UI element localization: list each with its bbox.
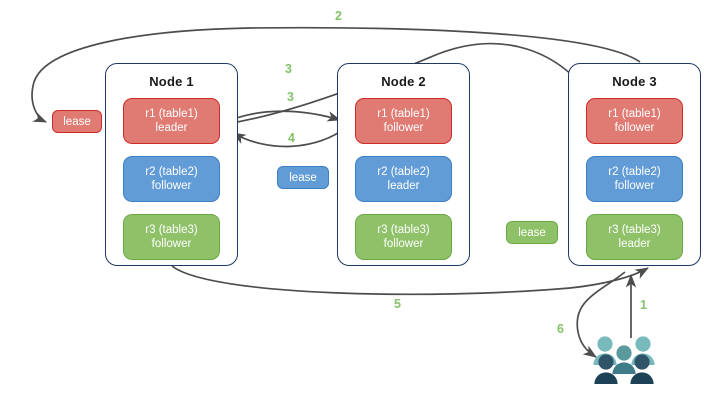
replica-name: r1 (table1) <box>377 108 430 120</box>
replica-role: follower <box>383 238 424 250</box>
replica-role: follower <box>614 180 655 192</box>
node-box-1[interactable]: Node 1 r1 (table1) leader r2 (table2) fo… <box>105 63 238 266</box>
replica-name: r3 (table3) <box>377 224 430 236</box>
replica-name: r1 (table1) <box>145 108 198 120</box>
arrow-step-5 <box>171 265 649 296</box>
lease-badge-r1[interactable]: lease <box>52 110 102 133</box>
replica-role: follower <box>614 122 655 134</box>
node-title: Node 1 <box>149 74 194 89</box>
replica-n3-r3[interactable]: r3 (table3) leader <box>586 214 683 260</box>
replica-name: r2 (table2) <box>608 166 661 178</box>
step-label-1: 1 <box>640 298 647 312</box>
replica-name: r2 (table2) <box>145 166 198 178</box>
replica-n1-r3[interactable]: r3 (table3) follower <box>123 214 220 260</box>
step-label-3b: 3 <box>287 90 294 104</box>
replica-n2-r1[interactable]: r1 (table1) follower <box>355 98 452 144</box>
step-label-3a: 3 <box>285 62 292 76</box>
step-label-2: 2 <box>335 9 342 23</box>
lease-badge-r3[interactable]: lease <box>506 221 558 244</box>
replica-n2-r2[interactable]: r2 (table2) leader <box>355 156 452 202</box>
replica-n1-r2[interactable]: r2 (table2) follower <box>123 156 220 202</box>
replica-role: follower <box>151 180 192 192</box>
lease-label: lease <box>63 115 91 128</box>
node-box-2[interactable]: Node 2 r1 (table1) follower r2 (table2) … <box>337 63 470 266</box>
replica-role: follower <box>151 238 192 250</box>
replica-n3-r1[interactable]: r1 (table1) follower <box>586 98 683 144</box>
arrow-step-3-short <box>225 110 341 123</box>
step-label-6: 6 <box>557 322 564 336</box>
lease-label: lease <box>289 171 317 184</box>
replica-name: r3 (table3) <box>608 224 661 236</box>
replica-name: r3 (table3) <box>145 224 198 236</box>
step-label-5: 5 <box>394 297 401 311</box>
users-icon <box>592 334 656 386</box>
replica-role: leader <box>618 238 651 250</box>
node-title: Node 3 <box>612 74 657 89</box>
replica-name: r2 (table2) <box>377 166 430 178</box>
replica-role: follower <box>383 122 424 134</box>
lease-label: lease <box>518 226 546 239</box>
replica-role: leader <box>155 122 188 134</box>
replica-n3-r2[interactable]: r2 (table2) follower <box>586 156 683 202</box>
node-box-3[interactable]: Node 3 r1 (table1) follower r2 (table2) … <box>568 63 701 266</box>
replica-n2-r3[interactable]: r3 (table3) follower <box>355 214 452 260</box>
step-label-4: 4 <box>288 131 295 145</box>
replica-role: leader <box>387 180 420 192</box>
replica-n1-r1[interactable]: r1 (table1) leader <box>123 98 220 144</box>
lease-badge-r2[interactable]: lease <box>277 166 329 189</box>
replica-name: r1 (table1) <box>608 108 661 120</box>
node-title: Node 2 <box>381 74 426 89</box>
users-icon-glyph <box>593 336 655 384</box>
